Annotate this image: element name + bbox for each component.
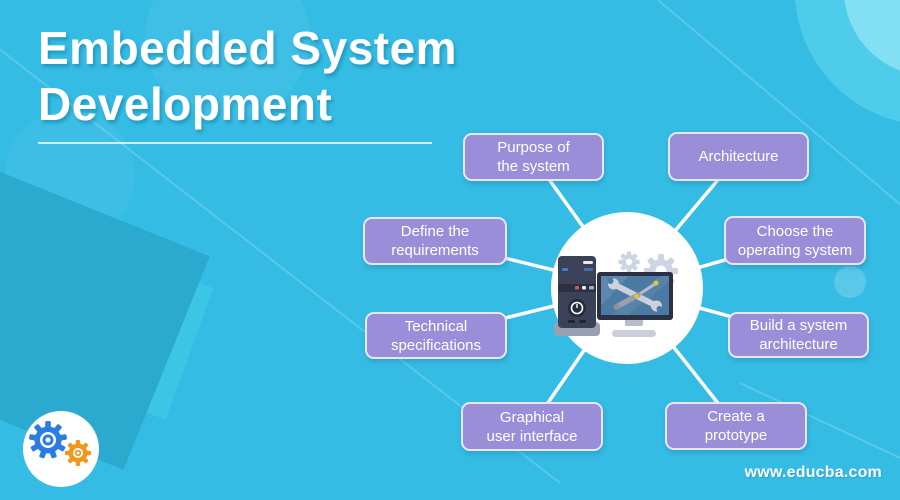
node-choose-operating-system: Choose the operating system bbox=[724, 216, 866, 265]
page-title: Embedded System Development bbox=[38, 20, 457, 132]
orange-gear-icon bbox=[65, 440, 91, 466]
node-create-prototype: Create a prototype bbox=[665, 402, 807, 450]
title-line-1: Embedded System bbox=[38, 22, 458, 74]
decorative-faint-circle bbox=[834, 266, 866, 298]
website-url: www.educba.com bbox=[744, 464, 882, 481]
node-technical-specifications: Technical specifications bbox=[365, 312, 507, 359]
pc-tower-icon bbox=[554, 256, 600, 336]
decorative-diagonal-lines bbox=[0, 0, 900, 486]
node-graphical-user-interface: Graphical user interface bbox=[461, 402, 603, 451]
blue-gear-icon bbox=[29, 421, 67, 459]
title-line-2: Development bbox=[38, 78, 333, 130]
node-architecture: Architecture bbox=[668, 132, 809, 181]
node-define-requirements: Define the requirements bbox=[363, 217, 507, 265]
screwdriver-icon bbox=[613, 280, 659, 310]
node-purpose-of-system: Purpose of the system bbox=[463, 133, 604, 181]
monitor-icon bbox=[597, 272, 673, 337]
title-underline bbox=[38, 142, 432, 144]
educba-logo bbox=[23, 411, 99, 487]
node-build-system-architecture: Build a system architecture bbox=[728, 312, 869, 358]
computer-with-tools-illustration bbox=[554, 251, 678, 337]
